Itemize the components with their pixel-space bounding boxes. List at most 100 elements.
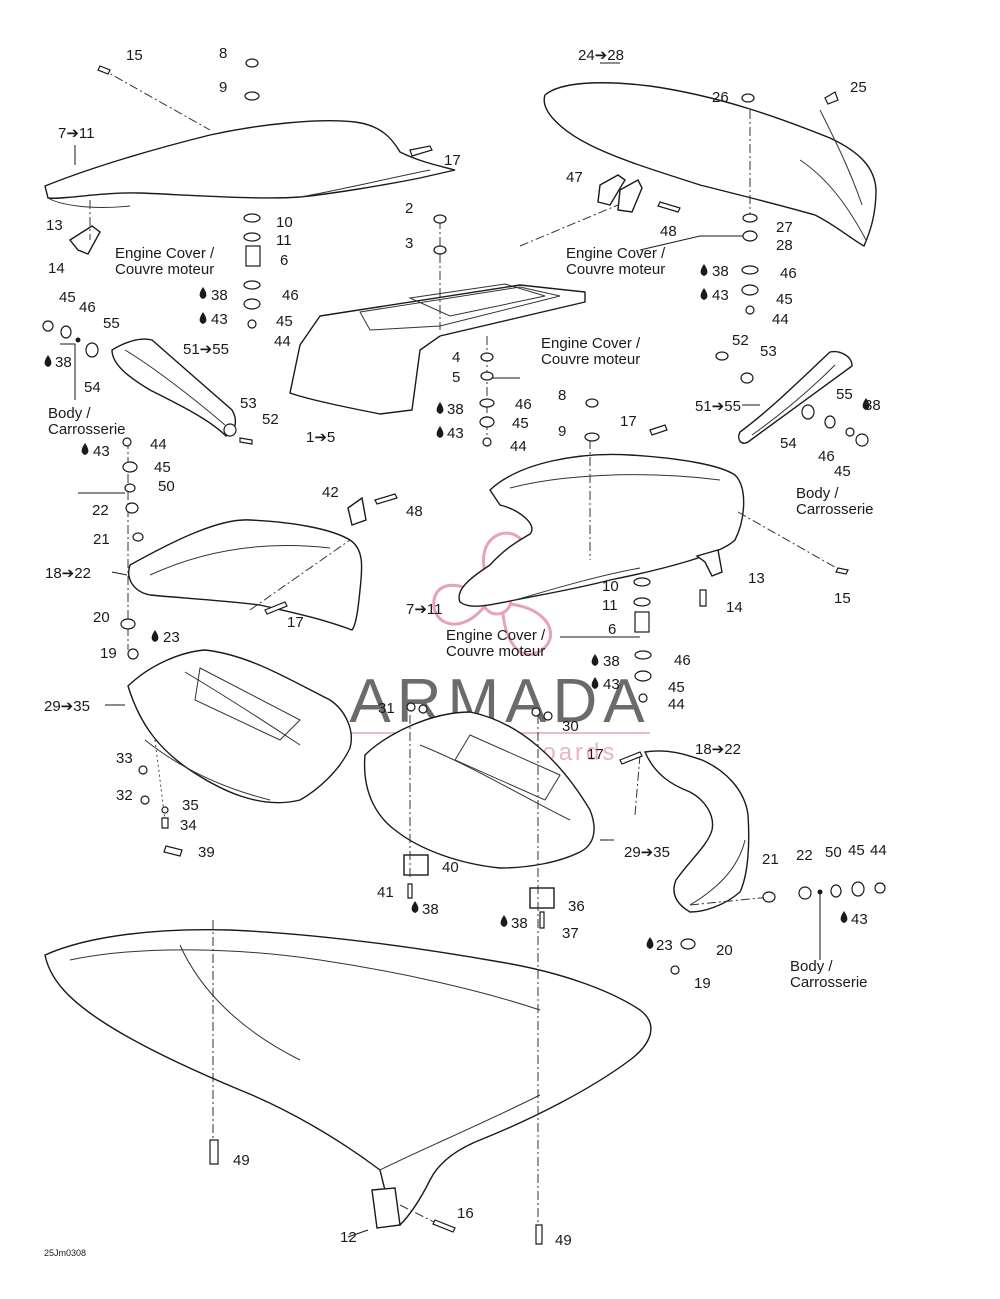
callout: 17: [587, 746, 604, 763]
callout: 18➔22: [695, 741, 741, 758]
drop-icon: [700, 288, 708, 300]
part-seat-cover-rear: [458, 453, 745, 607]
drop-icon: [436, 426, 444, 438]
callout: 50: [825, 844, 842, 861]
callout: 43: [603, 676, 620, 693]
callout: 29➔35: [624, 844, 670, 861]
part-bracket-47: [597, 174, 643, 213]
callout: 49: [233, 1152, 250, 1169]
callout: 10: [276, 214, 293, 231]
callout: 7➔11: [406, 601, 442, 618]
callout: 45: [59, 289, 76, 306]
callout: 8: [219, 45, 227, 62]
callout-labels: 8 9 15 7➔11 17 13 14 10 11 6 Engine Cove…: [44, 45, 887, 1258]
part-side-panel-left: [111, 338, 237, 437]
callout: 18➔22: [45, 565, 91, 582]
callout: 40: [442, 859, 459, 876]
part-bracket-13-right: [695, 549, 723, 577]
body-label: Body /: [48, 405, 91, 422]
callout: 38: [712, 263, 729, 280]
callout: 42: [322, 484, 339, 501]
callout: 9: [219, 79, 227, 96]
part-bracket-42: [347, 496, 367, 526]
drop-icon: [44, 355, 52, 367]
callout: 44: [510, 438, 527, 455]
callout: 21: [762, 851, 779, 868]
callout: 45: [512, 415, 529, 432]
callout: 46: [780, 265, 797, 282]
drop-icon: [500, 915, 508, 927]
callout: 43: [851, 911, 868, 928]
part-block-40: [403, 854, 429, 876]
callout: 38: [603, 653, 620, 670]
callout: 19: [694, 975, 711, 992]
callout: 44: [668, 696, 685, 713]
callout: 6: [280, 252, 288, 269]
callout: 37: [562, 925, 579, 942]
drop-icon: [646, 937, 654, 949]
callout: 33: [116, 750, 133, 767]
part-seat-left: [127, 649, 352, 804]
callout: 17: [287, 614, 304, 631]
callout: 45: [154, 459, 171, 476]
part-seat-cover-left: [128, 519, 363, 631]
callout: 17: [444, 152, 461, 169]
callout: 41: [377, 884, 394, 901]
part-hull-body: [44, 929, 652, 1226]
callout: 30: [562, 718, 579, 735]
drop-icon: [591, 677, 599, 689]
callout: 38: [511, 915, 528, 932]
callout: 55: [103, 315, 120, 332]
callout: 38: [447, 401, 464, 418]
callout: 39: [198, 844, 215, 861]
callout: 16: [457, 1205, 474, 1222]
callout: 15: [834, 590, 851, 607]
assembly-lines: [89, 67, 841, 1226]
callout: 12: [340, 1229, 357, 1246]
callout: 55: [836, 386, 853, 403]
drop-icon: [436, 402, 444, 414]
callout: 53: [760, 343, 777, 360]
drop-icon: [862, 398, 870, 410]
callout: 53: [240, 395, 257, 412]
callout: 45: [668, 679, 685, 696]
callout: 13: [46, 217, 63, 234]
callout: 3: [405, 235, 413, 252]
callout: 34: [180, 817, 197, 834]
drop-icon: [151, 630, 159, 642]
engine-cover-label: Engine Cover /: [446, 627, 546, 644]
callout: 22: [796, 847, 813, 864]
engine-cover-label: Couvre moteur: [541, 351, 640, 368]
part-bracket-12: [371, 1187, 401, 1229]
callout: 52: [262, 411, 279, 428]
body-label: Carrosserie: [48, 421, 126, 438]
callout: 28: [776, 237, 793, 254]
callout: 14: [726, 599, 743, 616]
callout: 24➔28: [578, 47, 624, 64]
callout: 54: [84, 379, 101, 396]
part-bracket-13-left: [68, 225, 101, 255]
callout: 45: [276, 313, 293, 330]
callout: 50: [158, 478, 175, 495]
callout: 38: [864, 397, 881, 414]
sealant-drop-icons: [44, 264, 870, 949]
callout: 51➔55: [695, 398, 741, 415]
callout: 6: [608, 621, 616, 638]
engine-cover-label: Couvre moteur: [115, 261, 214, 278]
part-block-36: [529, 887, 555, 909]
callout: 2: [405, 200, 413, 217]
callout: 25: [850, 79, 867, 96]
drop-icon: [411, 901, 419, 913]
callout: 51➔55: [183, 341, 229, 358]
callout: 26: [712, 89, 729, 106]
callout: 20: [93, 609, 110, 626]
callout: 35: [182, 797, 199, 814]
callout: 44: [870, 842, 887, 859]
engine-cover-label: Engine Cover /: [115, 245, 215, 262]
callout: 52: [732, 332, 749, 349]
part-engine-cover: [289, 283, 586, 415]
callout: 11: [602, 597, 618, 614]
callout: 44: [274, 333, 291, 350]
callout: 19: [100, 645, 117, 662]
